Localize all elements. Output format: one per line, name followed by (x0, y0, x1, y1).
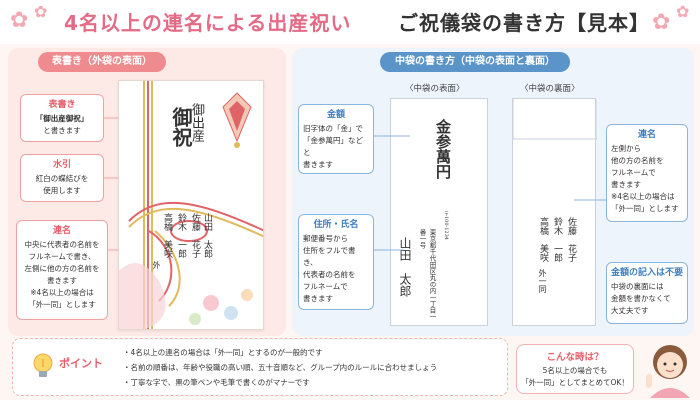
note-head: 水引 (52, 160, 71, 170)
note-line: 住所をフルで書き、 (303, 246, 356, 267)
omote-line2: 御祝 (169, 107, 193, 147)
front-label: 〈中袋の表面〉 (405, 84, 465, 94)
connector-lines (374, 135, 606, 251)
note-line: 書きます (303, 160, 333, 169)
omote-line1: 御出産 (189, 103, 204, 142)
note-line: 書きます (303, 294, 333, 303)
note-line: と書きます (43, 126, 81, 135)
env-name-5: 外 (152, 261, 161, 269)
page-subtitle: ご祝儀袋の書き方【見本】 (398, 11, 650, 35)
front-postal: 〒100-1234 (443, 211, 449, 240)
note-line: 書きます (611, 180, 641, 189)
outer-section-title: 表書き（外袋の表面） (38, 52, 166, 72)
renmei-note: 連名 中央に代表者の名前を フルネームで書き、 左側に他の方の名前を 書きます … (16, 220, 108, 320)
address-note: 住所・氏名 郵便番号から 住所をフルで書き、 代表者の名前を フルネームで 書き… (298, 214, 374, 310)
tip-item: 4名以上の連名の場合は「外一同」とするのが一般的です (123, 345, 437, 360)
flower-icon: ✿ (652, 10, 671, 35)
front-address: 東京都千代田区丸の内一丁目一番一号 (418, 229, 436, 320)
tip-item: 名前の順番は、年齢や役職の高い順、五十音順など、グループ内のルールに合わせましょ… (123, 360, 438, 375)
back-name-4: 外一同 (538, 269, 547, 293)
flower-icon: ✿ (34, 2, 48, 21)
back-name-1: 佐藤 花子 (566, 217, 576, 262)
note-line: 使用します (43, 186, 81, 195)
tip-item: 丁寧な字で、黒の筆ペンや毛筆で書くのがマナーです (123, 375, 437, 390)
note-head: 表書き (48, 100, 76, 110)
back-name-3: 高橋 美咲 (538, 217, 548, 262)
note-line: 書きます (47, 276, 77, 285)
lightbulb-icon (33, 353, 53, 377)
note-line: 中央に代表者の名前を (24, 240, 100, 249)
env-name-2: 佐藤 花子 (190, 213, 200, 258)
flower-icon: ✿ (10, 8, 29, 33)
woman-illustration (646, 345, 690, 398)
flower-icon: ✿ (676, 2, 690, 21)
note-line: 中袋の裏面には (611, 282, 664, 291)
note-line: 旧字体の「金」で (303, 124, 363, 133)
note-head: 金額 (326, 110, 345, 120)
note-line: 大丈夫です (611, 306, 649, 315)
case-head: こんな時は？ (546, 352, 604, 363)
note-line: ※4名以上の場合は (30, 288, 94, 297)
outer-envelope: 御出産 御祝 山田 太郎 佐藤 花子 鈴木 一郎 高橋 美咲 外 (118, 80, 264, 330)
mizuhiki-note: 水引 紅白の蝶結びを 使用します (20, 154, 104, 202)
note-line: フルネームで (303, 282, 348, 291)
front-name: 山田 太郎 (398, 237, 412, 297)
note-head: 住所・氏名 (313, 220, 359, 230)
note-line: 左側に他の方の名前を (24, 264, 100, 273)
note-line: 郵便番号から (303, 234, 348, 243)
note-line: 左側から (611, 144, 641, 153)
note-head: 連名 (637, 130, 656, 140)
note-line: 「御出産御祝」 (35, 114, 89, 123)
note-line: 「外一同」とします (611, 204, 679, 213)
back-name-2: 鈴木 一郎 (552, 217, 562, 262)
note-line: 紅白の蝶結びを (35, 174, 89, 183)
omote-note: 表書き 「御出産御祝」 と書きます (20, 94, 104, 142)
note-line: フルネームで書き、 (28, 252, 96, 261)
case-line: 5名以上の場合でも (542, 366, 608, 375)
header: ✿ ✿ ✿ ✿ 4名以上の連名による出産祝い ご祝儀袋の書き方【見本】 (0, 0, 700, 44)
note-line: 他の方の名前を (611, 156, 664, 165)
env-name-3: 鈴木 一郎 (176, 213, 186, 258)
note-head: 金額の記入は不要 (611, 268, 684, 278)
note-line: 代表者の名前を (303, 270, 356, 279)
inner-back-envelope: 佐藤 花子 鈴木 一郎 高橋 美咲 外一同 (512, 98, 597, 326)
amount-note: 金額 旧字体の「金」で 「金参萬円」などと 書きます (298, 104, 374, 174)
front-amount: 金参萬円 (434, 119, 452, 179)
amount-none-note: 金額の記入は不要 中袋の裏面には 金額を書かなくて 大丈夫です (606, 262, 688, 324)
inner-section-title: 中袋の書き方（中袋の表面と裏面） (380, 52, 570, 72)
note-line: 「金参萬円」などと (303, 136, 363, 157)
case-line: 「外一同」としてまとめてOK！ (521, 378, 629, 387)
page-title: 4名以上の連名による出産祝い (64, 11, 352, 35)
back-label: 〈中袋の裏面〉 (520, 84, 580, 94)
points-box: ポイント 4名以上の連名の場合は「外一同」とするのが一般的です 名前の順番は、年… (12, 338, 508, 396)
point-label: ポイント (59, 357, 103, 370)
note-line: フルネームで (611, 168, 656, 177)
mizuhiki-art (119, 81, 263, 329)
renmei-back-note: 連名 左側から 他の方の名前を フルネームで 書きます ※4名以上の場合は 「外… (606, 124, 688, 222)
env-name-1: 山田 太郎 (202, 213, 212, 258)
note-head: 連名 (52, 226, 71, 236)
case-bubble: こんな時は？ 5名以上の場合でも 「外一同」としてまとめてOK！ (516, 344, 634, 394)
tips-list: 4名以上の連名の場合は「外一同」とするのが一般的です 名前の順番は、年齢や役職の… (123, 345, 438, 390)
envelope-flap (513, 99, 597, 140)
note-line: 「外一同」とします (28, 300, 96, 309)
env-name-4: 高橋 美咲 (162, 213, 172, 258)
note-line: ※4名以上の場合は (611, 192, 675, 201)
note-line: 金額を書かなくて (611, 294, 671, 303)
